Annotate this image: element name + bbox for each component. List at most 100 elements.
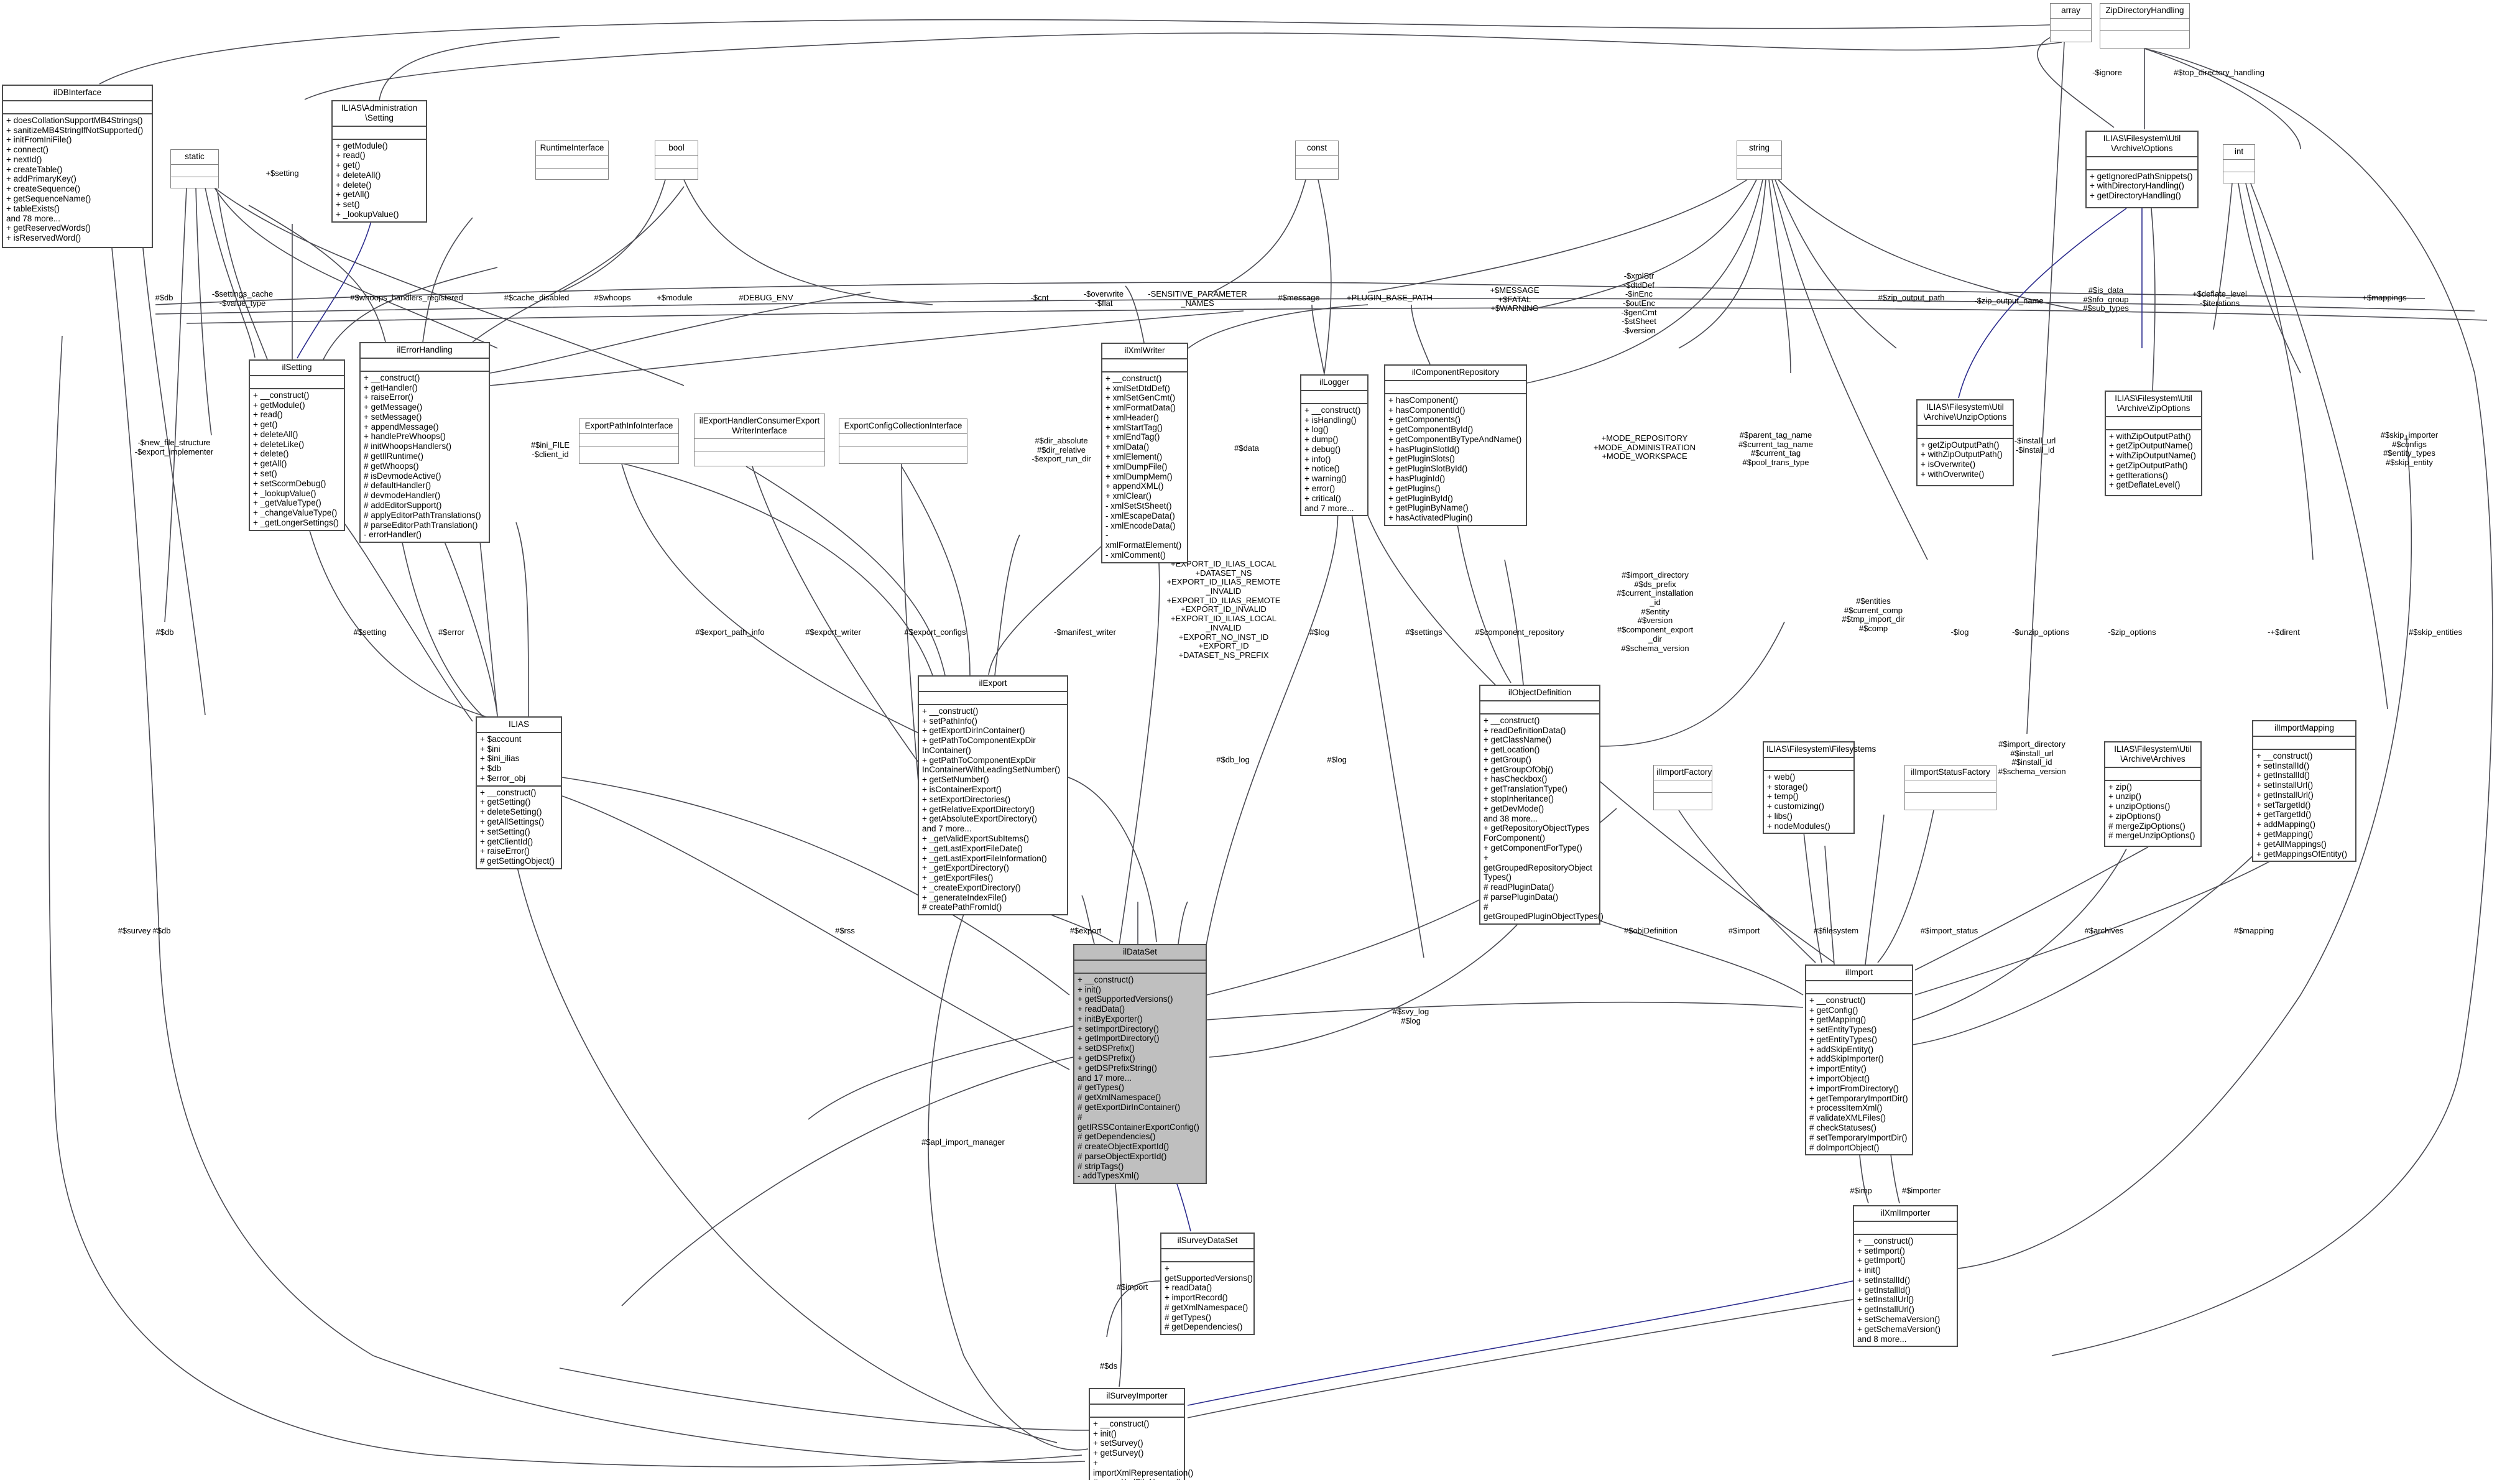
class-title: ilSurveyDataSet xyxy=(1161,1234,1253,1249)
class-node-ilDBInterface[interactable]: ilDBInterface + doesCollationSupportMB4St… xyxy=(2,85,153,248)
edge-label: #$is_data #$nfo_group #$sub_types xyxy=(2083,285,2129,313)
edge-label: #$skip_importer #$configs #$entity_types… xyxy=(2380,430,2439,468)
edge-label: -$zip_output_name xyxy=(1974,296,2044,305)
edge-label: +$deflate_level -$iterations xyxy=(2192,289,2247,308)
edge-label: +$mappings xyxy=(2362,293,2407,302)
class-node-ilExportHandlerConsumerExportWriterInterface[interactable]: ilExportHandlerConsumerExport WriterInte… xyxy=(694,414,825,466)
class-title: ILIAS\Filesystem\Util \Archive\ZipOption… xyxy=(2106,392,2201,417)
class-node-ilDataSet[interactable]: ilDataSet + __construct() + init() + getS… xyxy=(1073,944,1207,1185)
class-attributes xyxy=(1654,780,1712,793)
class-title: ilExportHandlerConsumerExport WriterInte… xyxy=(695,414,824,439)
class-node-ilImportStatusFactory[interactable]: ilImportStatusFactory xyxy=(1904,765,1996,810)
class-attributes xyxy=(839,434,967,446)
class-title: ilDBInterface xyxy=(3,86,152,101)
class-node-ilSurveyImporter[interactable]: ilSurveyImporter+ __construct() + init()… xyxy=(1089,1388,1194,1480)
edge-label: -$log xyxy=(1950,627,1969,637)
class-node-ILIAS[interactable]: ILIAS+ $account + $ini + $ini_ilias + $d… xyxy=(476,716,562,869)
class-methods: + doesCollationSupportMB4Strings() + san… xyxy=(6,115,144,243)
class-node-ilImportMapping[interactable]: ilImportMapping+ __construct() + setInst… xyxy=(2252,720,2356,863)
class-attributes xyxy=(2087,157,2197,170)
edge-label: #$import xyxy=(1728,926,1760,935)
edge-label: +$module xyxy=(657,293,693,302)
class-node-ilObjectDefinition[interactable]: ilObjectDefinition+ __construct() + read… xyxy=(1479,685,1604,925)
class-title: static xyxy=(171,150,218,165)
edge-label: -+$dirent xyxy=(2268,627,2300,637)
edge-label: #$import xyxy=(1116,1282,1148,1292)
class-methods: + __construct() + init() + getSupportedV… xyxy=(1078,974,1199,1181)
class-attributes xyxy=(1074,961,1206,974)
class-title: ILIAS\Filesystem\Util \Archive\Options xyxy=(2087,132,2197,157)
class-node-RuntimeInterface[interactable]: RuntimeInterface xyxy=(535,141,609,180)
class-attributes xyxy=(1090,1405,1184,1418)
class-node-int[interactable]: int xyxy=(2223,144,2255,183)
class-title: ExportPathInfoInterface xyxy=(579,419,678,434)
edge-label: #$filesystem xyxy=(1813,926,1859,935)
class-node-ilXmlImporter[interactable]: ilXmlImporter + __construct() + setImport… xyxy=(1853,1205,1958,1348)
class-methods: + __construct() + getSetting() + deleteS… xyxy=(480,787,555,866)
class-node-ilSetting[interactable]: ilSetting+ __construct() + getModule() +… xyxy=(249,359,345,531)
class-methods xyxy=(1905,793,1996,803)
class-attributes xyxy=(1905,780,1996,793)
edge-label: #$setting xyxy=(353,627,387,637)
class-attributes xyxy=(1480,701,1599,715)
edge-label: +EXPORT_ID_ILIAS_LOCAL +DATASET_NS +EXPO… xyxy=(1166,559,1281,660)
edge-label: #$export_configs xyxy=(904,627,966,637)
class-methods: + __construct() + init() + setSurvey() +… xyxy=(1093,1418,1194,1480)
class-title: ilDataSet xyxy=(1074,945,1206,961)
class-node-ilImportFactory[interactable]: ilImportFactory xyxy=(1653,765,1712,810)
class-attributes xyxy=(2253,737,2355,750)
class-title: ilObjectDefinition xyxy=(1480,686,1599,701)
edge-label: #$export_path_info xyxy=(695,627,765,637)
edge-label: -$install_url -$install_id xyxy=(2014,436,2056,455)
class-node-bool[interactable]: bool xyxy=(655,141,698,180)
class-node-ExportConfigCollectionInterface[interactable]: ExportConfigCollectionInterface xyxy=(839,419,967,464)
class-node-ZipDirectoryHandling[interactable]: ZipDirectoryHandling xyxy=(2100,3,2190,49)
class-methods: + __construct() + setImport() + getImpor… xyxy=(1857,1236,1941,1344)
class-methods: + getZipOutputPath() + withZipOutputPath… xyxy=(1921,440,2003,479)
class-node-ILIAS_Filesystem_Util_Archive_Options[interactable]: ILIAS\Filesystem\Util \Archive\Options+ … xyxy=(2085,131,2199,208)
class-node-ilSurveyDataSet[interactable]: ilSurveyDataSet + getSupportedVersions() … xyxy=(1160,1233,1255,1336)
class-methods: + getSupportedVersions() + readData() + … xyxy=(1165,1263,1253,1332)
class-node-ILIAS_Administration_Setting[interactable]: ILIAS\Administration \Setting+ getModule… xyxy=(331,100,427,223)
class-node-const[interactable]: const xyxy=(1295,141,1339,180)
class-attributes: + $account + $ini + $ini_ilias + $db + $… xyxy=(477,733,561,787)
class-title: ilExport xyxy=(919,677,1067,692)
class-title: RuntimeInterface xyxy=(536,141,608,156)
edge-label: +PLUGIN_BASE_PATH xyxy=(1347,293,1433,302)
class-node-ILIAS_Filesystem_Util_Archive_Archives[interactable]: ILIAS\Filesystem\Util \Archive\Archives+… xyxy=(2104,741,2202,847)
edge-label: #$db xyxy=(155,627,174,637)
class-methods: + zip() + unzip() + unzipOptions() + zip… xyxy=(2108,782,2195,841)
edge-label: #$db xyxy=(152,926,171,935)
edge-label: #$svy_log #$log xyxy=(1392,1007,1429,1025)
class-attributes xyxy=(655,156,698,169)
class-node-ExportPathInfoInterface[interactable]: ExportPathInfoInterface xyxy=(579,419,679,464)
class-node-array[interactable]: array xyxy=(2050,3,2092,42)
class-methods xyxy=(695,451,824,462)
class-node-ILIAS_Filesystem_Filesystems[interactable]: ILIAS\Filesystem\Filesystems+ web() + st… xyxy=(1763,741,1876,835)
class-node-ilImport[interactable]: ilImport+ __construct() + getConfig() + … xyxy=(1805,964,1913,1156)
class-node-ILIAS_Filesystem_Util_Archive_ZipOptions[interactable]: ILIAS\Filesystem\Util \Archive\ZipOption… xyxy=(2105,391,2202,496)
edge-label: #$export_writer xyxy=(805,627,861,637)
class-node-string[interactable]: string xyxy=(1737,141,1782,180)
class-node-ILIAS_Filesystem_Util_Archive_UnzipOptions[interactable]: ILIAS\Filesystem\Util \Archive\UnzipOpti… xyxy=(1916,399,2014,486)
edge-label: #$archives xyxy=(2084,926,2124,935)
edge-label: #$skip_entities xyxy=(2409,627,2462,637)
edge-label: #$import_status xyxy=(1920,926,1978,935)
class-title: ILIAS\Filesystem\Filesystems xyxy=(1764,742,1876,758)
edge-label: #$settings xyxy=(1405,627,1442,637)
class-node-static[interactable]: static xyxy=(170,149,219,188)
class-node-ilLogger[interactable]: ilLogger+ __construct() + isHandling() +… xyxy=(1300,374,1368,517)
class-title: ilLogger xyxy=(1301,376,1367,391)
class-methods: + __construct() + setInstallId() + getIn… xyxy=(2256,751,2347,859)
edge-label: #$top_directory_handling xyxy=(2174,68,2264,77)
class-node-ilExport[interactable]: ilExport+ __construct() + setPathInfo() … xyxy=(918,675,1068,916)
class-node-ilComponentRepository[interactable]: ilComponentRepository+ hasComponent() + … xyxy=(1384,364,1527,526)
class-title: ilXmlWriter xyxy=(1102,344,1187,359)
class-node-ilXmlWriter[interactable]: ilXmlWriter+ __construct() + xmlSetDtdDe… xyxy=(1101,343,1188,563)
class-title: ilXmlImporter xyxy=(1854,1206,1957,1222)
edge-label: -$overwrite -$flat xyxy=(1083,289,1124,308)
class-methods xyxy=(536,169,608,179)
edge-label: #$import_directory #$install_url #$insta… xyxy=(1998,739,2066,777)
edge-label: #$mapping xyxy=(2233,926,2274,935)
class-node-ilErrorHandling[interactable]: ilErrorHandling+ __construct() + getHand… xyxy=(359,342,490,543)
